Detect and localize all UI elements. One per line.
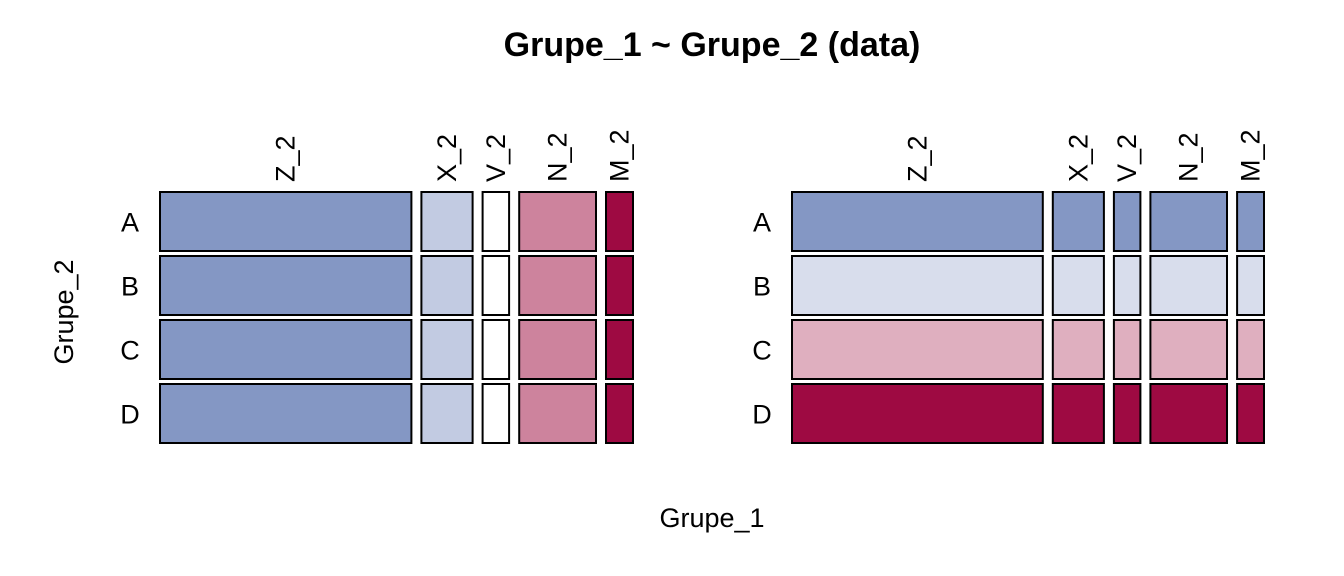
mosaic-panels: Z_2 X_2 V_2 N_2 M_2A B C D Z_2 X_2 V_2 N_2 M_2A B C D [120, 129, 1266, 444]
tile-D-N_2 [1149, 383, 1229, 444]
x-axis-label: Grupe_1 [659, 503, 764, 533]
tile-B-X_2 [420, 255, 474, 316]
column-label-V_2: V_2 [1112, 134, 1142, 182]
tile-D-M_2 [1236, 383, 1265, 444]
column-label-Z_2: Z_2 [902, 135, 932, 182]
row-label-C: C [120, 336, 140, 366]
column-label-N_2: N_2 [543, 132, 573, 182]
tile-C-V_2 [481, 319, 511, 380]
tile-A-Z_2 [791, 191, 1044, 252]
tile-B-Z_2 [791, 255, 1044, 316]
tile-A-V_2 [1112, 191, 1142, 252]
tile-A-X_2 [420, 191, 474, 252]
row-label-B: B [121, 272, 139, 302]
row-label-A: A [121, 208, 139, 238]
tile-C-V_2 [1112, 319, 1142, 380]
row-label-C: C [752, 336, 772, 366]
tile-D-X_2 [420, 383, 474, 444]
mosaic-panel-2: Z_2 X_2 V_2 N_2 M_2A B C D [752, 129, 1266, 444]
tile-A-M_2 [1236, 191, 1265, 252]
column-label-Z_2: Z_2 [271, 135, 301, 182]
mosaic-panel-1: Z_2 X_2 V_2 N_2 M_2A B C D [120, 129, 635, 444]
tile-C-M_2 [1236, 319, 1265, 380]
tile-C-N_2 [1149, 319, 1229, 380]
row-label-B: B [753, 272, 771, 302]
column-label-V_2: V_2 [481, 134, 511, 182]
tile-C-X_2 [420, 319, 474, 380]
column-label-M_2: M_2 [605, 129, 635, 182]
tile-A-N_2 [518, 191, 598, 252]
tile-D-V_2 [481, 383, 511, 444]
tile-A-N_2 [1149, 191, 1229, 252]
tile-D-X_2 [1051, 383, 1105, 444]
tile-C-N_2 [518, 319, 598, 380]
tile-A-X_2 [1051, 191, 1105, 252]
tile-B-M_2 [1236, 255, 1265, 316]
tile-A-Z_2 [159, 191, 413, 252]
tile-D-M_2 [605, 383, 634, 444]
tile-D-Z_2 [159, 383, 413, 444]
tile-D-N_2 [518, 383, 598, 444]
tile-B-M_2 [605, 255, 634, 316]
tile-C-M_2 [605, 319, 634, 380]
tile-D-V_2 [1112, 383, 1142, 444]
column-label-X_2: X_2 [432, 134, 462, 182]
row-label-A: A [753, 208, 771, 238]
column-label-M_2: M_2 [1236, 129, 1266, 182]
row-label-D: D [120, 400, 140, 430]
tile-B-N_2 [518, 255, 598, 316]
chart-title: Grupe_1 ~ Grupe_2 (data) [504, 26, 921, 64]
tile-A-V_2 [481, 191, 511, 252]
column-label-X_2: X_2 [1063, 134, 1093, 182]
tile-A-M_2 [605, 191, 634, 252]
tile-B-V_2 [481, 255, 511, 316]
tile-C-X_2 [1051, 319, 1105, 380]
column-label-N_2: N_2 [1174, 132, 1204, 182]
tile-B-V_2 [1112, 255, 1142, 316]
tile-D-Z_2 [791, 383, 1044, 444]
row-label-D: D [752, 400, 772, 430]
tile-C-Z_2 [159, 319, 413, 380]
tile-B-Z_2 [159, 255, 413, 316]
tile-C-Z_2 [791, 319, 1044, 380]
y-axis-label: Grupe_2 [49, 259, 79, 364]
tile-B-X_2 [1051, 255, 1105, 316]
tile-B-N_2 [1149, 255, 1229, 316]
